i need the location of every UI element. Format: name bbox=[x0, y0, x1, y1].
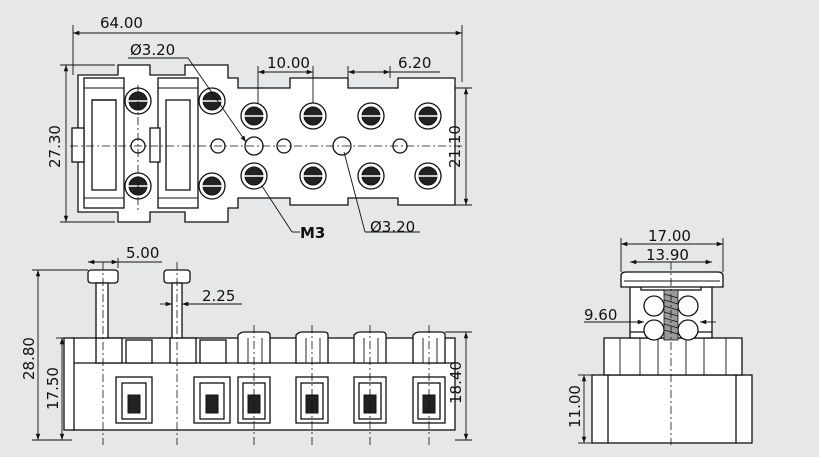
front-view: 5.00 2.25 28.80 17.50 18.40 bbox=[20, 244, 472, 445]
dim-screw-head: 5.00 bbox=[126, 244, 159, 262]
dim-height-right: 21.10 bbox=[446, 125, 464, 168]
dim-body-height-right: 18.40 bbox=[447, 361, 465, 404]
top-view: 64.00 Ø3.20 10.00 6.20 27.30 21.10 M3 bbox=[46, 14, 472, 242]
dim-pitch: 10.00 bbox=[267, 54, 310, 72]
dim-cap-width: 17.00 bbox=[648, 227, 691, 245]
side-view-base bbox=[591, 374, 753, 444]
dim-base-height: 11.00 bbox=[566, 385, 584, 428]
middle-pocket bbox=[149, 77, 199, 209]
left-pocket bbox=[71, 77, 125, 209]
dim-upper-height: 9.60 bbox=[584, 306, 617, 324]
dim-terminal-width: 6.20 bbox=[398, 54, 431, 72]
dim-overall-width: 64.00 bbox=[100, 14, 143, 32]
dim-hole-diameter-top: Ø3.20 bbox=[130, 41, 175, 59]
dim-hole-diameter-bottom: Ø3.20 bbox=[370, 218, 415, 236]
dim-cap-inner-width: 13.90 bbox=[646, 246, 689, 264]
dim-body-height-left: 17.50 bbox=[44, 367, 62, 410]
screw-heads-bottom-row bbox=[124, 162, 442, 200]
label-screw-size: M3 bbox=[300, 224, 325, 242]
dim-height-left: 27.30 bbox=[46, 125, 64, 168]
clamp-windows bbox=[115, 376, 446, 424]
dim-total-height: 28.80 bbox=[20, 337, 38, 380]
side-view: 17.00 13.90 9.60 11.00 bbox=[566, 227, 753, 445]
dim-screw-shank: 2.25 bbox=[202, 287, 235, 305]
side-view-cap bbox=[620, 271, 724, 288]
